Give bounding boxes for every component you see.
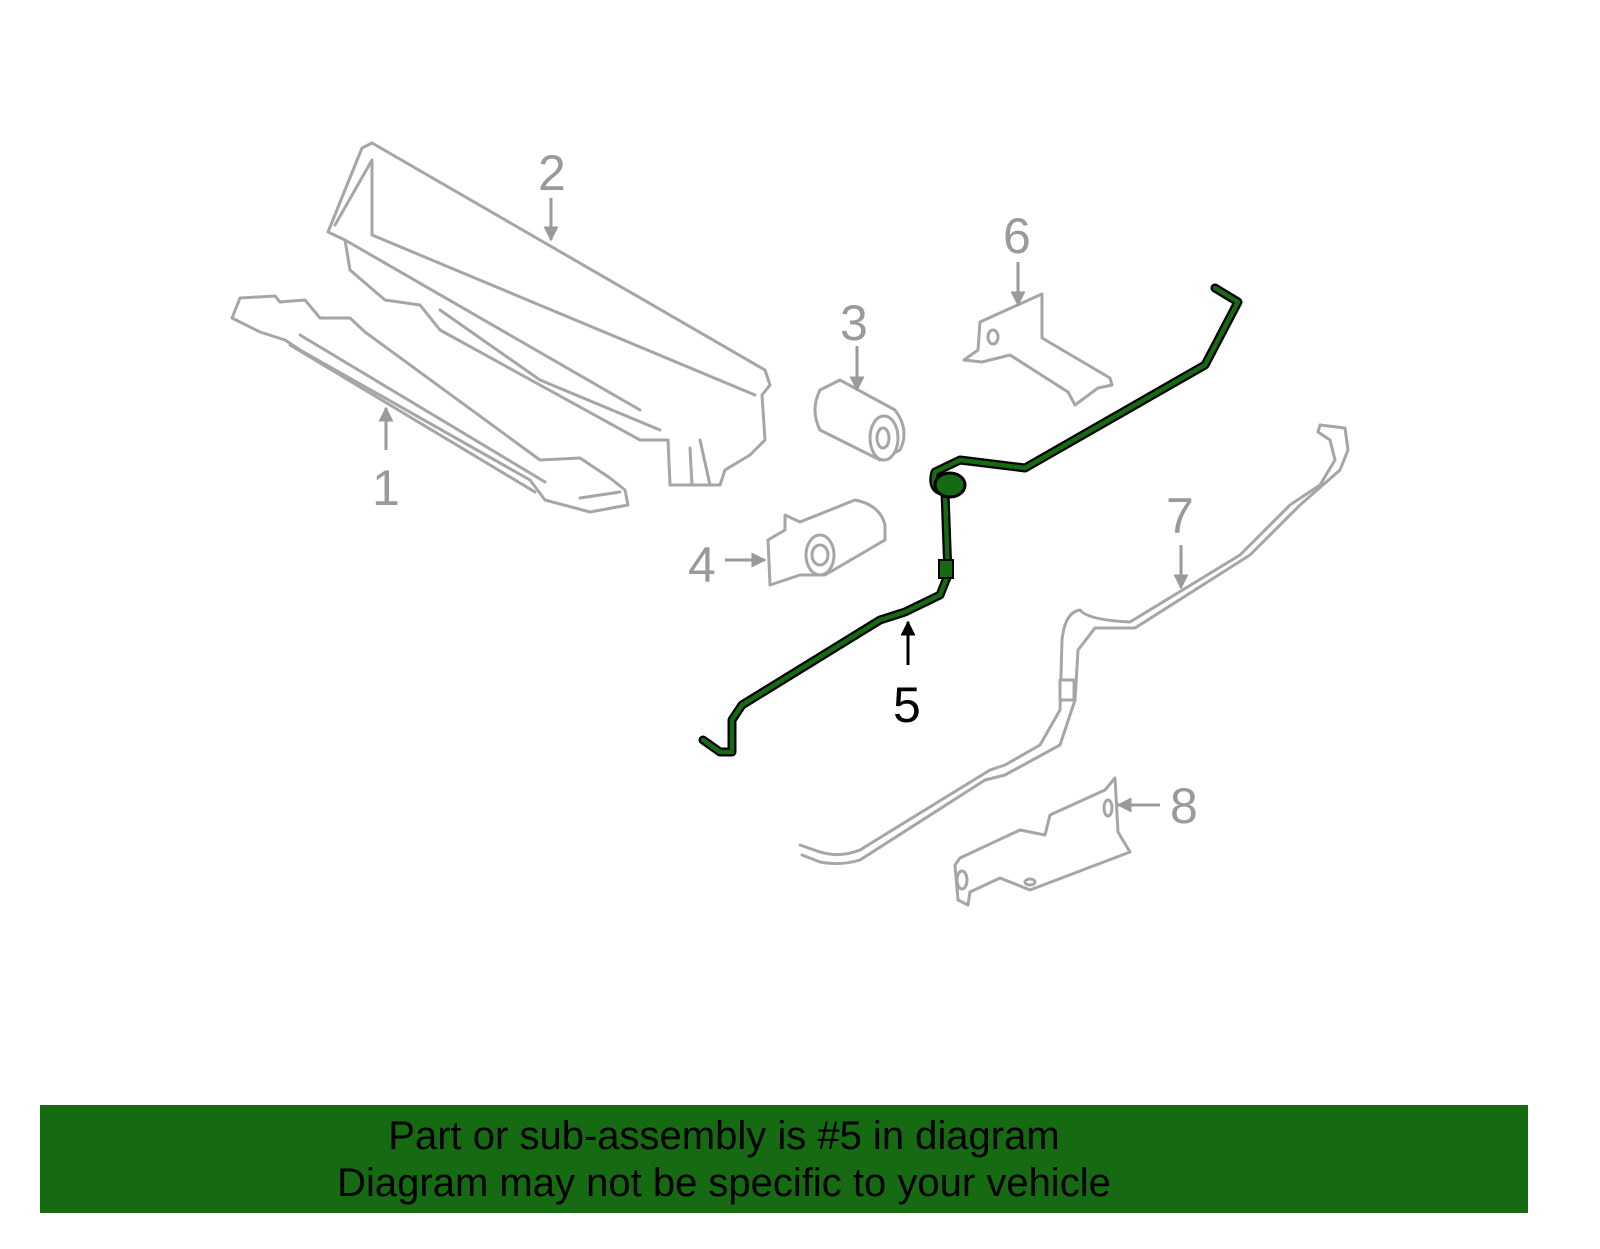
part-2-radiator-shield[interactable] [326,141,772,487]
part-8-bracket[interactable] [953,776,1132,907]
callout-5: 5 [893,677,921,733]
part-7-oil-cooler-line[interactable] [798,423,1350,866]
callout-1: 1 [372,460,400,516]
callout-7: 7 [1166,488,1194,544]
part-3-bushing[interactable] [813,378,906,462]
callout-8: 8 [1170,778,1198,834]
part-6-bracket[interactable] [962,292,1114,407]
part-1-bracket[interactable] [230,294,630,514]
banner-line-1: Part or sub-assembly is #5 in diagram [388,1114,1060,1158]
part-5-oil-cooler-line[interactable] [698,283,1243,757]
part-4-insulator[interactable] [766,498,887,587]
callout-2: 2 [538,145,566,201]
callout-6: 6 [1003,208,1031,264]
callout-4: 4 [688,537,716,593]
callout-3: 3 [840,295,868,351]
banner-line-2: Diagram may not be specific to your vehi… [337,1161,1111,1205]
info-banner: Part or sub-assembly is #5 in diagram Di… [40,1105,1528,1213]
